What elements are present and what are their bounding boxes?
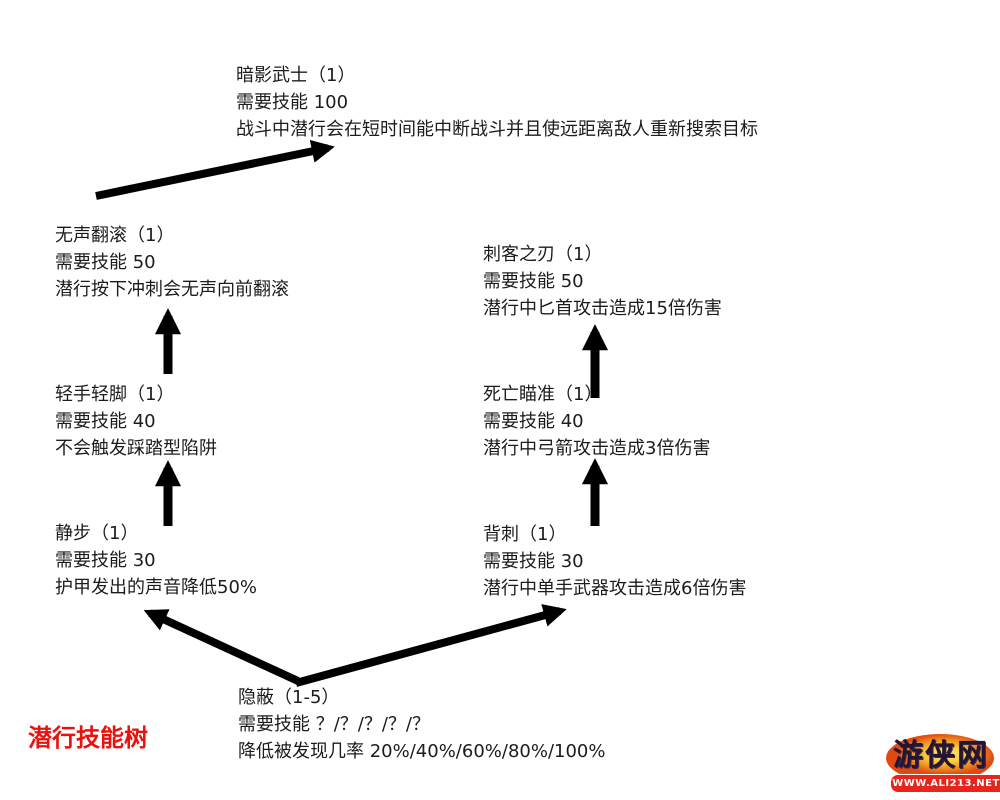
arrow-stealth-to-backstab <box>294 604 567 687</box>
skill-name: 轻手轻脚（1） <box>55 384 175 405</box>
skill-description: 降低被发现几率 20%/40%/60%/80%/100% <box>238 741 606 762</box>
skill-requirement: 需要技能 40 <box>483 411 584 432</box>
watermark-banner: WWW.ALI213.NET <box>890 774 1000 793</box>
skill-description: 战斗中潜行会在短时间能中断战斗并且使远距离敌人重新搜索目标 <box>236 119 758 140</box>
skill-node-stealth: 隐蔽（1-5） 需要技能 ？/？/？/？/？ 降低被发现几率 20%/40%/6… <box>238 684 605 765</box>
skill-name: 无声翻滚（1） <box>55 225 175 246</box>
skill-node-muffled-movement: 静步（1） 需要技能 30 护甲发出的声音降低50% <box>55 520 257 601</box>
skill-name: 背刺（1） <box>483 524 567 545</box>
skill-description: 不会触发踩踏型陷阱 <box>55 438 217 459</box>
skill-description: 护甲发出的声音降低50% <box>55 577 258 598</box>
page-title: 潜行技能树 <box>28 724 148 752</box>
skill-name: 隐蔽（1-5） <box>238 687 340 708</box>
skill-node-deadly-aim: 死亡瞄准（1） 需要技能 40 潜行中弓箭攻击造成3倍伤害 <box>483 381 710 462</box>
skill-node-backstab: 背刺（1） 需要技能 30 潜行中单手武器攻击造成6倍伤害 <box>483 521 746 602</box>
skill-requirement: 需要技能 50 <box>55 252 156 273</box>
arrow-stealth-to-muffled-movement <box>143 609 300 685</box>
skill-description: 潜行中弓箭攻击造成3倍伤害 <box>483 438 711 459</box>
skill-requirement: 需要技能 30 <box>483 551 584 572</box>
skill-requirement: 需要技能 50 <box>483 271 584 292</box>
skill-requirement: 需要技能 100 <box>236 92 349 113</box>
skill-name: 静步（1） <box>55 523 139 544</box>
skill-node-shadow-warrior: 暗影武士（1） 需要技能 100 战斗中潜行会在短时间能中断战斗并且使远距离敌人… <box>236 62 758 143</box>
watermark-logo-text: 游侠网 <box>893 738 989 773</box>
ali213-watermark: 游侠网 WWW.ALI213.NET <box>882 726 1000 796</box>
skill-name: 刺客之刃（1） <box>483 244 603 265</box>
skill-requirement: 需要技能 40 <box>55 411 156 432</box>
skill-requirement: 需要技能 30 <box>55 550 156 571</box>
skill-requirement: 需要技能 ？/？/？/？/？ <box>238 714 430 735</box>
arrow-silent-roll-to-shadow-warrior <box>95 139 335 200</box>
skill-description: 潜行按下冲刺会无声向前翻滚 <box>55 279 289 300</box>
skill-description: 潜行中匕首攻击造成15倍伤害 <box>483 298 722 319</box>
skill-name: 死亡瞄准（1） <box>483 384 603 405</box>
skill-name: 暗影武士（1） <box>236 65 356 86</box>
skill-description: 潜行中单手武器攻击造成6倍伤害 <box>483 578 747 599</box>
watermark-url: WWW.ALI213.NET <box>892 778 1000 789</box>
skill-node-silent-roll: 无声翻滚（1） 需要技能 50 潜行按下冲刺会无声向前翻滚 <box>55 222 289 303</box>
skill-node-assassins-blade: 刺客之刃（1） 需要技能 50 潜行中匕首攻击造成15倍伤害 <box>483 241 722 322</box>
skill-node-light-foot: 轻手轻脚（1） 需要技能 40 不会触发踩踏型陷阱 <box>55 381 217 462</box>
